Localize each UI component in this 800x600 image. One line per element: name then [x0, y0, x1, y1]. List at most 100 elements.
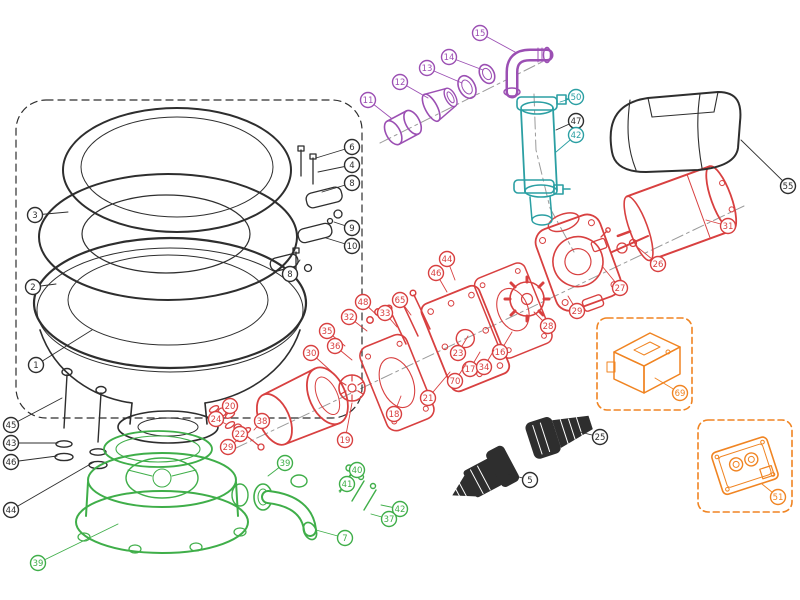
- callout-balloon: [611, 279, 629, 297]
- housing-bore-outer: [552, 235, 604, 288]
- base-screw-3: [363, 489, 377, 511]
- bolt-b-shaft: [97, 392, 102, 443]
- callout-number: 29: [572, 307, 583, 317]
- pedestal-right: [204, 402, 208, 425]
- panel-screw: [760, 439, 765, 445]
- module-1-top-face: [613, 332, 681, 367]
- callout-65: 65: [391, 291, 412, 316]
- impeller-spoke: [357, 381, 364, 386]
- callout-number: 31: [723, 222, 734, 232]
- wear-plate-center-hole: [455, 328, 476, 349]
- hose-side-l: [520, 109, 526, 193]
- callout-41: 41: [338, 475, 356, 493]
- wing-b-left: [224, 421, 236, 429]
- gasket-outline: [359, 333, 435, 432]
- toilet-lid-part: [62, 107, 292, 233]
- toilet-assembly-boundary: [15, 99, 363, 419]
- bowl-rim-outer: [32, 236, 308, 370]
- callout-14: 14: [440, 48, 484, 71]
- callout-number: 40: [352, 466, 363, 476]
- washer-a: [55, 440, 73, 448]
- bowl-rim-inner: [67, 254, 269, 346]
- module-2-panel: [711, 436, 779, 496]
- callout-23: 23: [449, 335, 469, 362]
- panel-terminal: [728, 457, 744, 472]
- callout-3: 3: [26, 206, 69, 224]
- callout-number: 9: [349, 224, 354, 234]
- callout-22: 22: [231, 425, 249, 443]
- base-side-r: [235, 481, 239, 517]
- module-1-dashed-box: [596, 317, 693, 411]
- callout-balloon: [343, 138, 361, 156]
- barb-ridge: [532, 424, 543, 455]
- callout-number: 24: [211, 415, 222, 425]
- pedestal-left: [129, 402, 133, 425]
- toilet-seat-part: [38, 173, 299, 301]
- hose-side-r: [552, 107, 558, 191]
- fitting-top: [423, 87, 447, 96]
- lid-outline: [62, 107, 292, 233]
- callout-42: 42: [380, 500, 409, 518]
- hose-clamp-bottom: [513, 179, 571, 195]
- callout-balloon: [567, 126, 585, 144]
- inlet-hose-part: [520, 101, 558, 226]
- callout-number: 23: [453, 349, 464, 359]
- adapter-ridge: [457, 480, 469, 500]
- callout-number: 37: [384, 515, 395, 525]
- module-1-lid-detail: [633, 341, 661, 356]
- callout-balloon: [343, 219, 361, 237]
- callout-balloon: [376, 304, 394, 322]
- callout-balloon: [440, 48, 458, 66]
- callout-11: 11: [359, 91, 392, 119]
- motor-part: [616, 165, 738, 262]
- panel-screw: [725, 486, 730, 492]
- callout-balloon: [27, 356, 45, 374]
- housing-boss: [539, 236, 547, 244]
- small-impeller-hub: [347, 383, 357, 393]
- seal-outer: [478, 63, 496, 85]
- motor-bolt: [719, 180, 726, 187]
- seat-opening: [81, 194, 251, 274]
- washer-inner: [461, 79, 473, 95]
- callout-balloon: [427, 264, 445, 282]
- callout-number: 44: [442, 255, 453, 265]
- callout-9: 9: [333, 219, 361, 237]
- callout-number: 45: [6, 421, 17, 431]
- adapter-ridge: [477, 465, 491, 491]
- callout-balloon: [348, 461, 366, 479]
- washer-b: [89, 448, 107, 456]
- pump-bellows-part: [255, 366, 349, 446]
- pump-bolt-head: [409, 289, 417, 297]
- callout-number: 35: [322, 327, 333, 337]
- callout-number: 42: [571, 131, 582, 141]
- gasket-hole: [422, 405, 429, 412]
- gasket-hole: [479, 282, 486, 289]
- pedestal-flange-inner: [137, 417, 199, 437]
- callout-balloon: [418, 59, 436, 77]
- callout-balloon: [340, 308, 358, 326]
- washer-part: [457, 74, 477, 100]
- base-gasket-outer: [103, 430, 213, 468]
- panel-screw: [770, 472, 776, 477]
- callout-38: 38: [253, 412, 271, 431]
- callout-26: 26: [635, 245, 667, 273]
- callout-balloon: [26, 206, 44, 224]
- inlet-elbow-flange: [503, 87, 521, 97]
- impeller-spoke: [340, 390, 347, 395]
- callout-29: 29: [219, 438, 239, 456]
- plate-hole: [447, 300, 455, 307]
- impeller-hub: [520, 292, 534, 306]
- barb-ridge: [539, 422, 551, 453]
- small-impeller-part: [338, 374, 366, 402]
- callout-number: 5: [527, 476, 532, 486]
- module-1-led: [665, 349, 671, 355]
- callout-balloon: [391, 73, 409, 91]
- seat-outline: [38, 173, 298, 301]
- seal-inner: [481, 67, 493, 81]
- housing-boss: [587, 219, 595, 227]
- inlet-elbow-end: [542, 46, 552, 64]
- callout-number: 69: [675, 389, 686, 399]
- gasket-opening: [378, 357, 416, 409]
- impeller-tooth: [509, 309, 517, 317]
- callout-number: 7: [342, 534, 347, 544]
